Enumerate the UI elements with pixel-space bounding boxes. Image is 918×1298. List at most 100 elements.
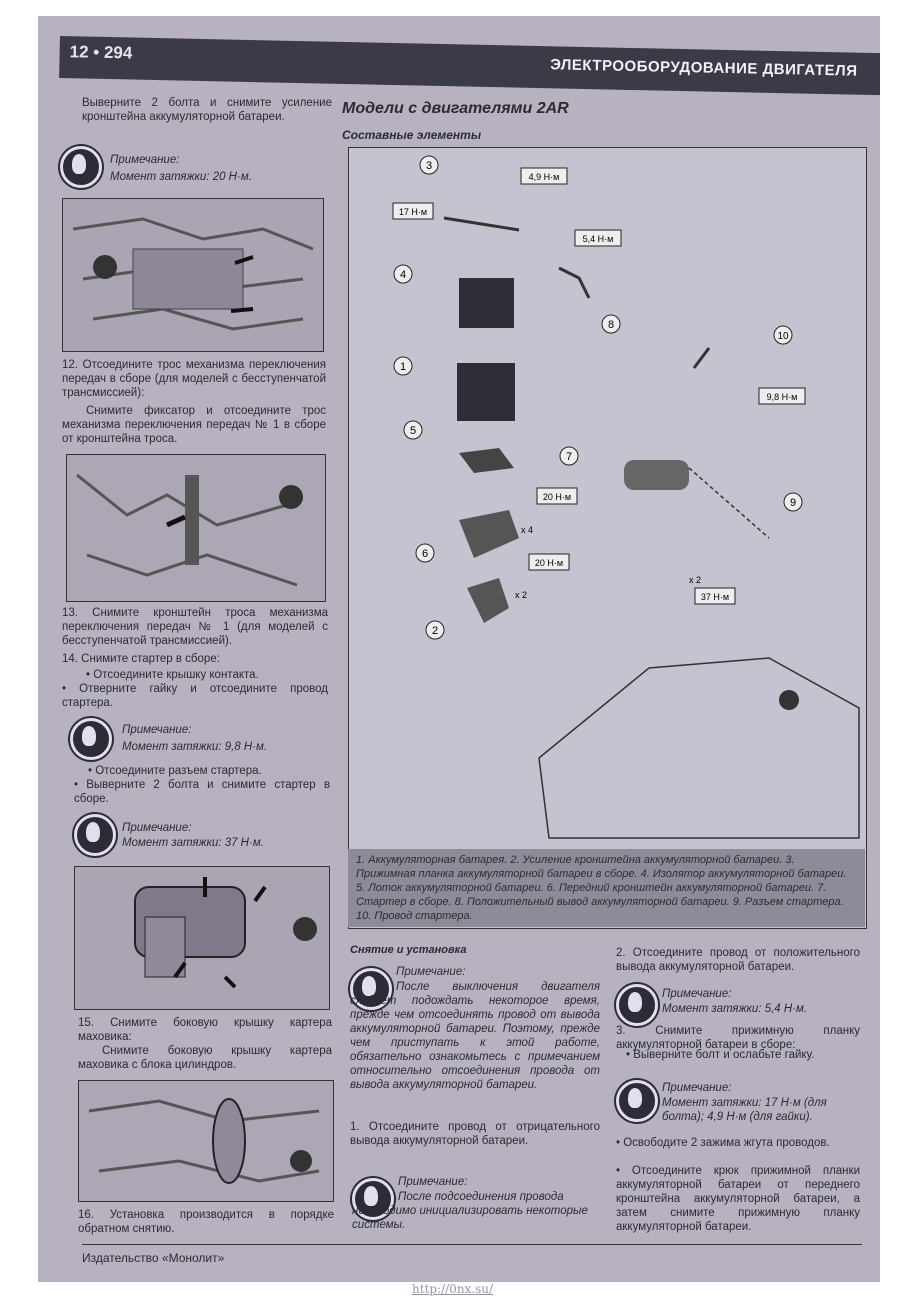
callout-text: 10 [777, 331, 789, 342]
multiplier-label: x 2 [515, 590, 527, 600]
bracket-reinforcement [467, 578, 509, 623]
step-1: 1. Отсоедините провод от отрицательного … [350, 1121, 600, 1147]
torque-box [536, 487, 578, 505]
bullet-clamp-hook: • Отсоедините крюк прижимной планки акку… [616, 1165, 860, 1233]
note-lightbulb-icon [616, 1080, 658, 1122]
bullet-starter-wire: • Отверните гайку и отсоедините провод с… [62, 683, 328, 709]
book-page: 12 • 294 ЭЛЕКТРООБОРУДОВАНИЕ ДВИГАТЕЛЯ В… [38, 16, 880, 1282]
note-text: После выключения двигателя следует подож… [350, 981, 600, 1091]
front-bracket [459, 510, 519, 558]
page-header: 12 • 294 ЭЛЕКТРООБОРУДОВАНИЕ ДВИГАТЕЛЯ [59, 36, 880, 96]
torque-label: 17 Н·м [399, 207, 427, 217]
components-diagram: 3 4 8 1 10 5 7 9 6 2 4,9 Н·м 17 Н·м 5 [348, 147, 867, 929]
torque-box [694, 587, 736, 605]
multiplier-label: x 4 [521, 525, 533, 535]
note-title: Примечание: [122, 724, 192, 736]
hold-down-clamp [443, 216, 520, 232]
torque-box [392, 202, 434, 220]
torque-box [574, 229, 622, 247]
bullet-bolt-nut: • Выверните болт и ослабьте гайку. [626, 1049, 815, 1061]
callout-5 [403, 420, 423, 440]
torque-box [520, 167, 568, 185]
starter-wire [692, 347, 711, 369]
note-text: После подсоединения провода необходимо и… [352, 1191, 588, 1231]
intro-text: Выверните 2 болта и снимите усиление кро… [82, 97, 332, 123]
note-lightbulb-icon [352, 1178, 394, 1220]
note-lightbulb-icon [60, 146, 102, 188]
bullet-text: Выверните 2 болта и снимите стартер в сб… [74, 779, 330, 805]
note-text: Момент затяжки: 17 Н·м (для болта); 4,9 … [662, 1097, 827, 1123]
bullet-starter-connector: • Отсоедините разъем стартера. [88, 765, 262, 777]
bullet-text: Отсоедините крышку контакта. [93, 669, 259, 681]
engine-photo-bolts [62, 198, 324, 352]
source-url-link[interactable]: http://0nx.su/ [412, 1282, 494, 1296]
car-outline [538, 657, 860, 839]
shift-cable-photo [66, 454, 326, 602]
torque-label: 20 Н·м [543, 492, 571, 502]
step-14: 14. Снимите стартер в сборе: [62, 653, 220, 665]
torque-label: 37 Н·м [701, 592, 729, 602]
callout-text: 1 [400, 361, 406, 373]
connector-line [688, 467, 770, 539]
callout-10 [773, 325, 793, 345]
step-12: 12. Отсоедините трос механизма переключе… [62, 359, 326, 399]
battery-tray [459, 448, 514, 473]
exploded-view: 3 4 8 1 10 5 7 9 6 2 4,9 Н·м 17 Н·м 5 [392, 155, 860, 839]
callout-1 [393, 356, 413, 376]
callout-9 [783, 492, 803, 512]
note-lightbulb-icon [616, 984, 658, 1026]
torque-box [528, 553, 570, 571]
note-title: Примечание: [398, 1176, 468, 1188]
bullet-text: Отсоедините крюк прижимной планки аккуму… [616, 1165, 860, 1233]
positive-terminal [558, 266, 591, 299]
bullet-contact-cover: • Отсоедините крышку контакта. [86, 669, 259, 681]
callout-7 [559, 446, 579, 466]
bullet-text: Отсоедините разъем стартера. [95, 765, 262, 777]
section-title: ЭЛЕКТРООБОРУДОВАНИЕ ДВИГАТЕЛЯ [550, 56, 858, 80]
callout-3 [419, 155, 439, 175]
callout-6 [415, 543, 435, 563]
step-3: 3. Снимите прижимную планку аккумуляторн… [616, 1025, 860, 1051]
bullet-text: Освободите 2 зажима жгута проводов. [623, 1137, 830, 1149]
note-title: Примечание: [396, 966, 466, 978]
models-heading: Модели с двигателями 2AR [342, 100, 569, 117]
step-16: 16. Установка производится в порядке обр… [78, 1209, 334, 1235]
callout-text: 3 [426, 160, 432, 172]
torque-label: 9,8 Н·м [767, 392, 798, 402]
note-text: Момент затяжки: 5,4 Н·м. [662, 1003, 808, 1015]
callout-text: 4 [400, 269, 406, 281]
diagram-caption: 1. Аккумуляторная батарея. 2. Усиление к… [348, 849, 865, 927]
callout-2 [425, 620, 445, 640]
note-title: Примечание: [662, 1082, 732, 1094]
step-2: 2. Отсоедините провод от положительного … [616, 947, 860, 973]
battery [457, 363, 515, 421]
step-13: 13. Снимите кронштейн троса механизма пе… [62, 607, 328, 647]
bullet-starter-bolts: • Выверните 2 болта и снимите стартер в … [74, 779, 330, 805]
note-title: Примечание: [662, 988, 732, 1000]
callout-text: 6 [422, 548, 428, 560]
bullet-text: Отверните гайку и отсоедините провод ста… [62, 683, 328, 709]
note-title: Примечание: [110, 154, 180, 166]
note-lightbulb-icon [350, 968, 392, 1010]
components-subheading: Составные элементы [342, 128, 482, 142]
footer-divider [82, 1244, 862, 1245]
bullet-text: Выверните болт и ослабьте гайку. [633, 1049, 815, 1061]
note-lightbulb-icon [70, 718, 112, 760]
battery-insulator [459, 278, 514, 328]
note-lightbulb-icon [74, 814, 116, 856]
starter-photo [74, 866, 330, 1010]
torque-label: 20 Н·м [535, 558, 563, 568]
note-text: Момент затяжки: 37 Н·м. [122, 837, 264, 849]
bullet-harness-clamps: • Освободите 2 зажима жгута проводов. [616, 1137, 830, 1149]
callout-text: 8 [608, 319, 614, 331]
torque-label: 5,4 Н·м [583, 234, 614, 244]
page-number: 12 • 294 [69, 42, 133, 63]
note-title: Примечание: [122, 822, 192, 834]
callout-text: 2 [432, 625, 438, 637]
flywheel-cover-photo [78, 1080, 334, 1202]
publisher-footer: Издательство «Монолит» [82, 1251, 225, 1265]
callout-4 [393, 264, 413, 284]
torque-label: 4,9 Н·м [529, 172, 560, 182]
starter [624, 460, 689, 490]
callout-text: 9 [790, 497, 796, 509]
